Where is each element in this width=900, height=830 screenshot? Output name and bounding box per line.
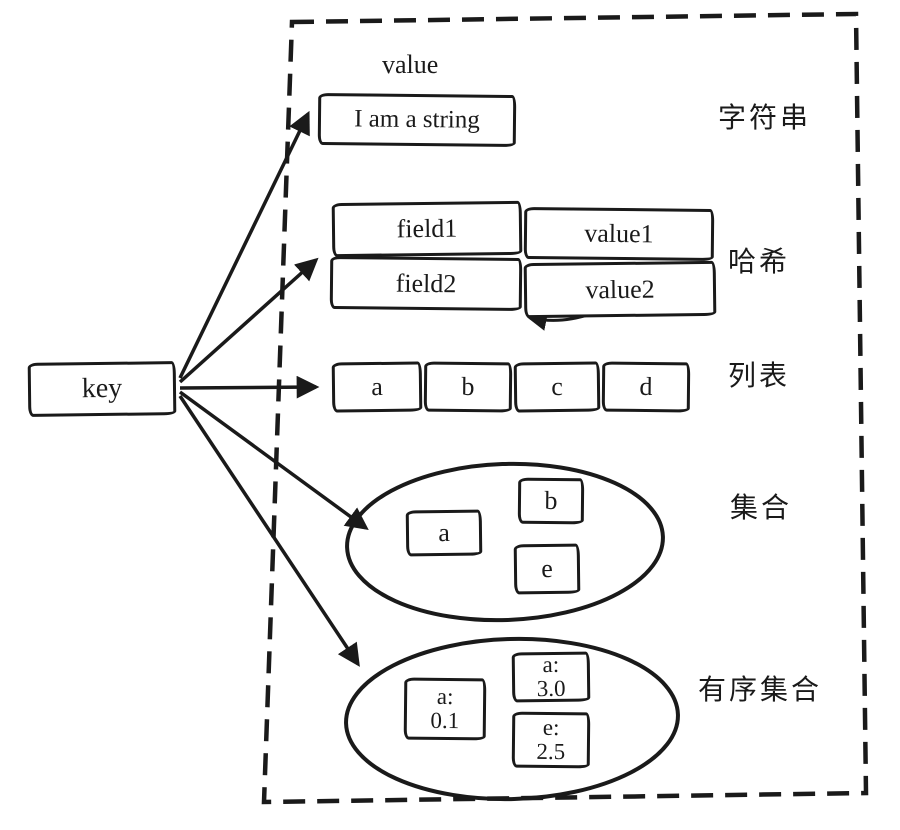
string-value-box: I am a string [317,92,517,148]
sorted-set-score: 2.5 [536,738,566,765]
set-ellipse [345,461,665,623]
arrow-key-to-list [179,375,320,399]
hash-value2-box: value2 [523,260,717,319]
string-type-label: 字符串 [718,103,812,134]
sorted-set-score: 0.1 [430,707,460,734]
arrow-key-to-string [178,110,310,379]
list-type-label: 列表 [728,361,791,392]
arrow-key-to-sorted-set [178,395,360,667]
set-member-box: b [517,477,585,525]
hash-value1-box: value1 [523,207,715,261]
sorted-set-member: e: [542,714,560,740]
hash-type-label: 哈希 [728,247,791,278]
sorted-set-member-box: a: 3.0 [511,651,591,703]
hash-field2-box: field2 [329,255,523,312]
arrow-key-to-hash [178,257,319,384]
sorted-set-member: a: [436,683,454,709]
sorted-set-member-box: a: 0.1 [403,677,487,741]
sorted-set-member: a: [542,651,560,677]
sorted-set-member-box: e: 2.5 [511,711,591,769]
value-caption: value [382,50,439,79]
key-box: key [27,361,177,417]
list-item-box: d [601,361,691,413]
set-member-box: a [405,509,483,557]
sorted-set-score: 3.0 [536,675,566,702]
hash-field1-box: field1 [331,200,523,258]
list-item-box: a [331,361,423,413]
list-item-box: c [513,361,601,413]
list-item-box: b [423,361,513,413]
sorted-set-type-label: 有序集合 [698,675,823,706]
set-type-label: 集合 [730,493,793,524]
set-member-box: e [513,543,581,595]
